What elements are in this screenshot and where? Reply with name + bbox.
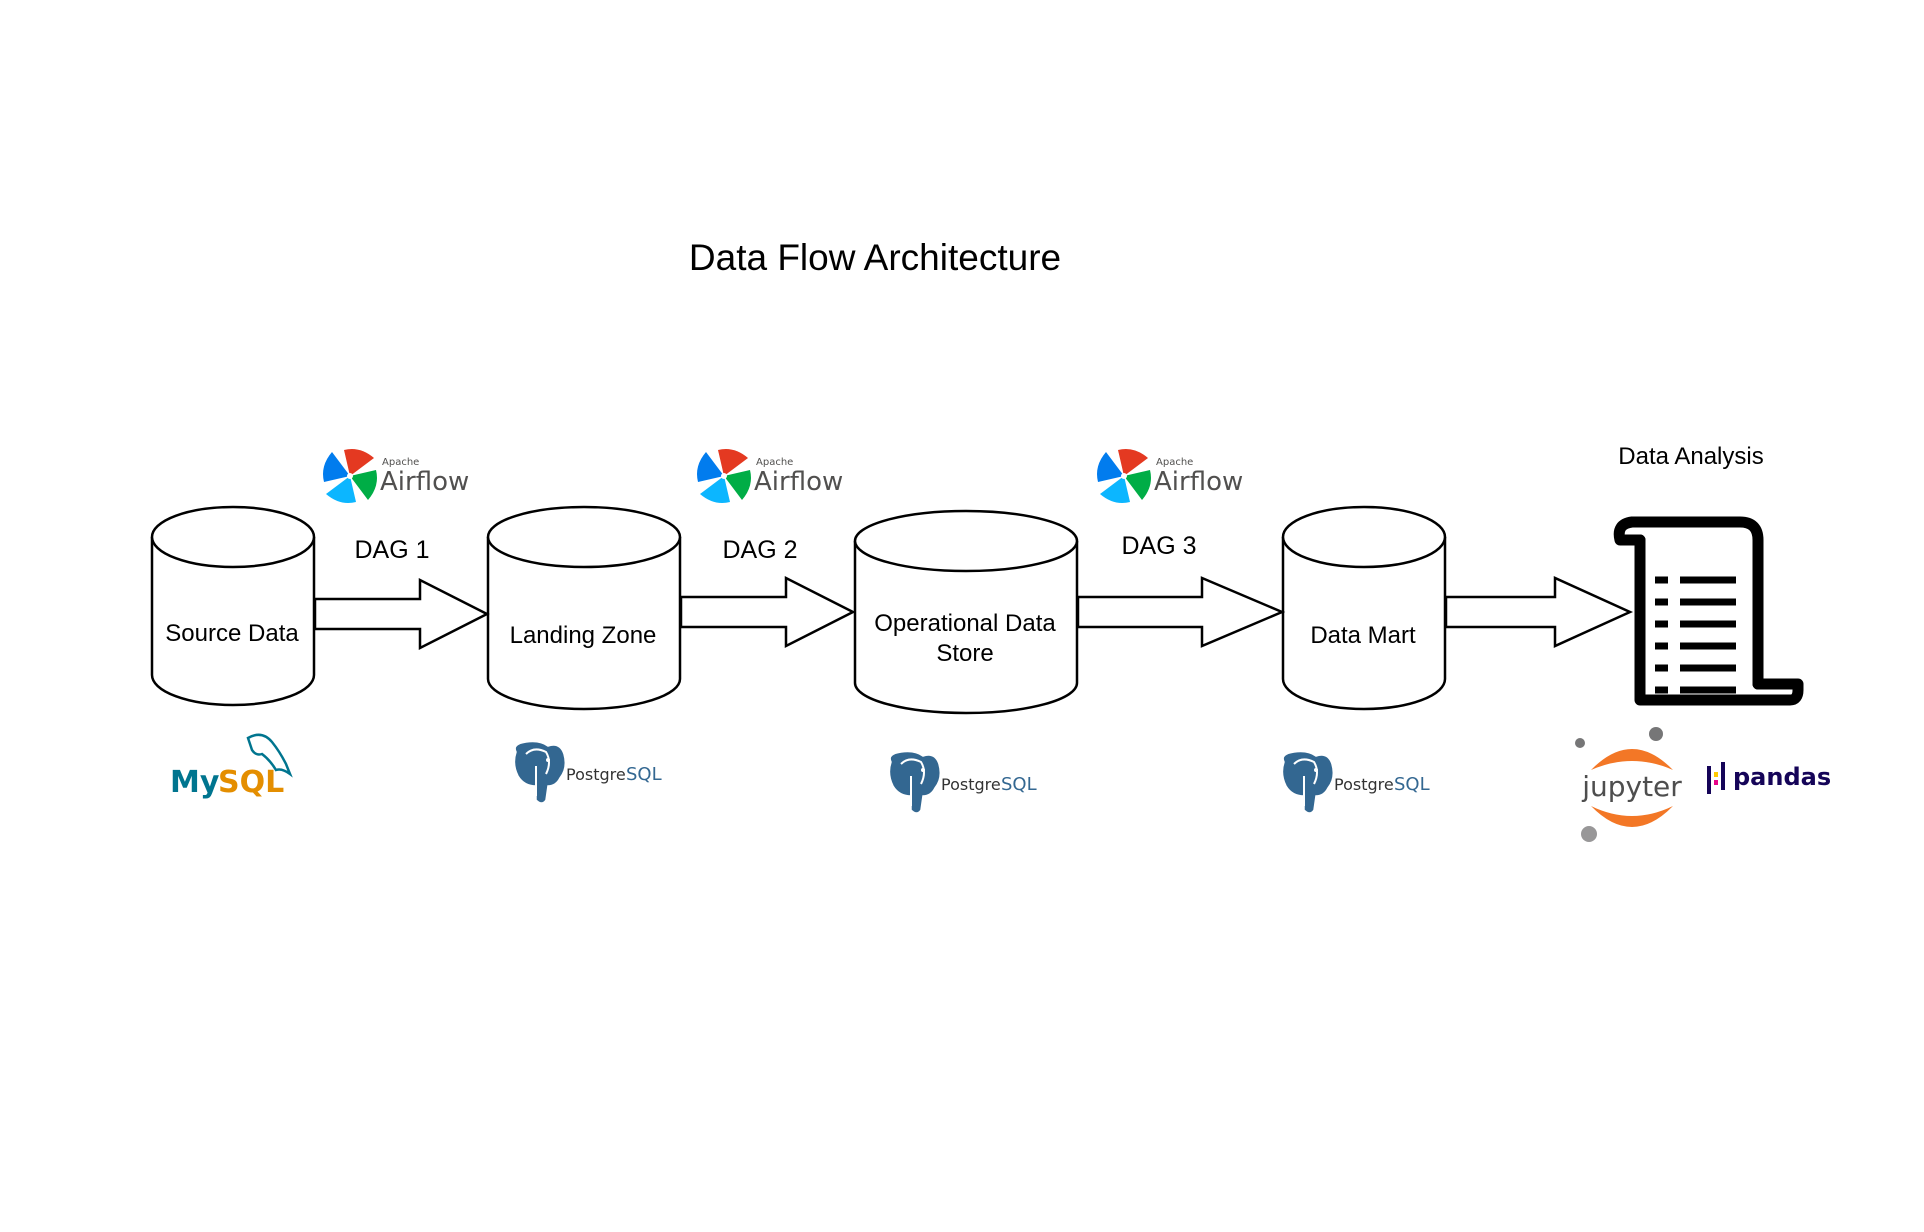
- postgresql-elephant-icon: [888, 750, 942, 814]
- dag1-label: DAG 1: [354, 536, 429, 564]
- postgresql-elephant-icon: [1281, 750, 1335, 814]
- mysql-text-sql: SQL: [218, 765, 284, 800]
- jupyter-arc-top: [1591, 749, 1673, 770]
- jupyter-dot: [1575, 738, 1585, 748]
- node-source-data: [150, 505, 316, 707]
- pandas-mark-icon: [1707, 762, 1725, 794]
- node-landing-zone: [486, 505, 682, 711]
- airflow-logo-text: Airflow: [380, 467, 469, 497]
- postgresql-logo-2: Postgre SQL: [888, 750, 1037, 814]
- airflow-logo-2: Apache Airflow: [697, 449, 843, 503]
- pandas-text: pandas: [1733, 763, 1831, 791]
- mysql-dolphin-icon: [246, 733, 293, 778]
- airflow-logo-small-text: Apache: [1156, 457, 1193, 468]
- mysql-logo: My SQL: [170, 733, 293, 800]
- airflow-logo-1: Apache Airflow: [323, 449, 469, 503]
- airflow-logo-text: Airflow: [754, 467, 843, 497]
- postgres-sql-text: SQL: [1394, 774, 1430, 795]
- jupyter-logo: jupyter: [1575, 727, 1682, 842]
- arrow-dag2: [679, 575, 856, 649]
- airflow-icon: [1097, 449, 1151, 503]
- jupyter-dot: [1649, 727, 1663, 741]
- arrow-to-analysis: [1444, 576, 1634, 648]
- airflow-logo-text: Airflow: [1154, 467, 1243, 497]
- airflow-icon: [697, 449, 751, 503]
- diagram-title: Data Flow Architecture: [689, 237, 1061, 278]
- airflow-logo-3: Apache Airflow: [1097, 449, 1243, 503]
- data-mart-label: Data Mart: [1310, 622, 1416, 649]
- node-data-mart: [1281, 505, 1447, 711]
- ods-label-line2: Store: [936, 640, 993, 667]
- postgresql-elephant-icon: [513, 740, 567, 804]
- ods-label-line1: Operational Data: [874, 610, 1056, 637]
- postgres-sql-text: SQL: [1001, 774, 1037, 795]
- mysql-text-my: My: [170, 765, 220, 800]
- arrow-dag3: [1076, 576, 1286, 648]
- airflow-logo-small-text: Apache: [756, 457, 793, 468]
- pandas-logo: pandas: [1707, 762, 1831, 794]
- airflow-logo-small-text: Apache: [382, 457, 419, 468]
- arrow-dag1: [313, 577, 490, 651]
- postgres-sql-text: SQL: [626, 764, 662, 785]
- jupyter-dot: [1581, 826, 1597, 842]
- report-scroll-icon: [1613, 516, 1804, 706]
- data-analysis-label: Data Analysis: [1618, 443, 1763, 470]
- landing-zone-label: Landing Zone: [510, 622, 657, 649]
- postgresql-logo-1: Postgre SQL: [513, 740, 662, 804]
- postgres-text: Postgre: [1334, 775, 1394, 794]
- airflow-icon: [323, 449, 377, 503]
- dag3-label: DAG 3: [1121, 532, 1196, 560]
- source-data-label: Source Data: [165, 620, 299, 647]
- node-operational-data-store: [853, 509, 1079, 715]
- jupyter-arc-bottom: [1591, 806, 1673, 827]
- postgresql-logo-3: Postgre SQL: [1281, 750, 1430, 814]
- jupyter-text: jupyter: [1581, 770, 1682, 803]
- dag2-label: DAG 2: [722, 536, 797, 564]
- postgres-text: Postgre: [941, 775, 1001, 794]
- postgres-text: Postgre: [566, 765, 626, 784]
